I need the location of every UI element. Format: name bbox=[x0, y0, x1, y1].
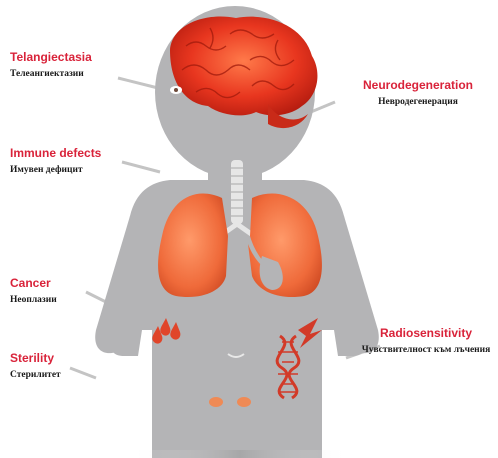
eye bbox=[170, 86, 182, 94]
ground-shadow bbox=[130, 450, 350, 458]
label-telangiectasia-bg: Телеангиектазии bbox=[10, 68, 92, 81]
label-sterility: Sterility Стерилитет bbox=[10, 351, 61, 382]
label-radiosensitivity-bg: Чувствителност към лъчения bbox=[360, 344, 492, 357]
pointer-immune bbox=[122, 162, 160, 172]
label-radiosensitivity: Radiosensitivity Чувствителност към лъче… bbox=[360, 326, 492, 357]
label-neurodegeneration-bg: Невродегенерация bbox=[348, 96, 488, 109]
label-immune-defects: Immune defects Имувен дефицит bbox=[10, 146, 101, 177]
label-radiosensitivity-en: Radiosensitivity bbox=[360, 326, 492, 340]
label-sterility-bg: Стерилитет bbox=[10, 369, 61, 382]
label-sterility-en: Sterility bbox=[10, 351, 61, 365]
label-cancer-bg: Неоплазии bbox=[10, 294, 57, 307]
label-immune-defects-en: Immune defects bbox=[10, 146, 101, 160]
label-immune-defects-bg: Имувен дефицит bbox=[10, 164, 101, 177]
label-neurodegeneration-en: Neurodegeneration bbox=[348, 78, 488, 92]
label-telangiectasia: Telangiectasia Телеангиектазии bbox=[10, 50, 92, 81]
label-telangiectasia-en: Telangiectasia bbox=[10, 50, 92, 64]
pointer-telangiectasia bbox=[118, 78, 158, 88]
label-cancer-en: Cancer bbox=[10, 276, 57, 290]
label-neurodegeneration: Neurodegeneration Невродегенерация bbox=[348, 78, 488, 109]
label-cancer: Cancer Неоплазии bbox=[10, 276, 57, 307]
pointer-sterility bbox=[70, 368, 96, 378]
